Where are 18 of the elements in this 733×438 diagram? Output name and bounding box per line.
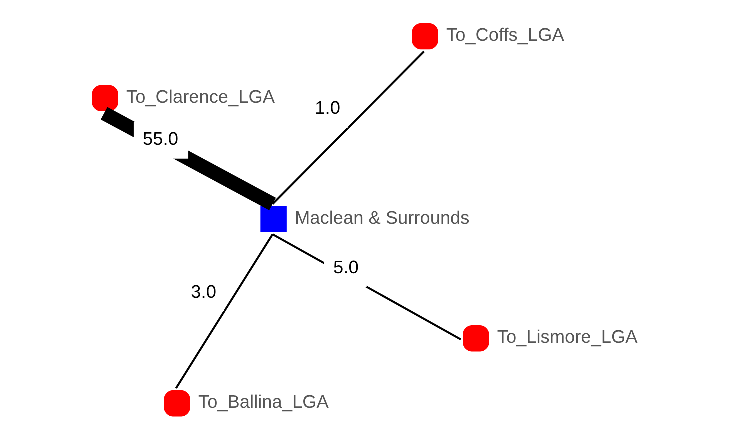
- connector: [272, 234, 462, 341]
- connector: [175, 234, 274, 389]
- connector: [100, 107, 276, 210]
- edge-label: 3.0: [191, 282, 216, 302]
- node-box: [260, 206, 287, 233]
- node-label: To_Clarence_LGA: [126, 86, 276, 107]
- edge-label: 1.0: [315, 98, 340, 118]
- node-label: To_Coffs_LGA: [446, 24, 564, 45]
- connector: [272, 50, 425, 205]
- edge-label: 5.0: [334, 257, 359, 278]
- node-label: To_Lismore_LGA: [497, 327, 638, 348]
- node-circle: [463, 325, 490, 352]
- node-circle: [92, 85, 118, 112]
- node-circle: [164, 390, 190, 417]
- node-label: Maclean & Surrounds: [295, 208, 470, 228]
- node-circle: [412, 23, 438, 50]
- edge-label: 55.0: [143, 129, 178, 150]
- node-label: To_Ballina_LGA: [198, 392, 329, 412]
